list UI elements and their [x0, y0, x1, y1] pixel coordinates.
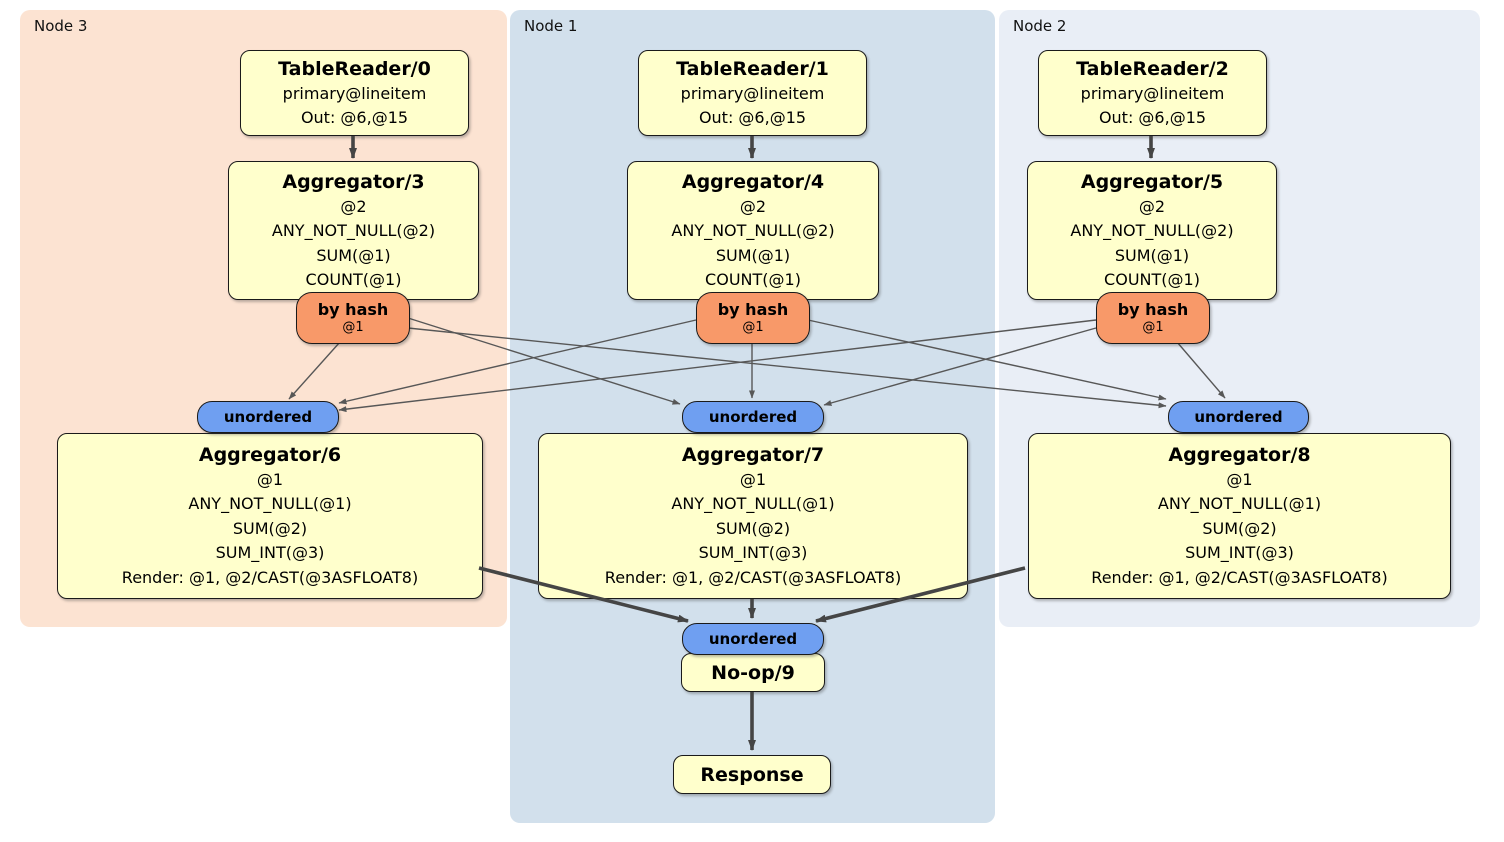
aggregator-3-box: Aggregator/3 @2 ANY_NOT_NULL(@2) SUM(@1)…	[228, 161, 479, 300]
aggregator-4-box: Aggregator/4 @2 ANY_NOT_NULL(@2) SUM(@1)…	[627, 161, 879, 300]
noop-box: No-op/9	[681, 653, 825, 692]
aggregator-6-line: SUM_INT(@3)	[215, 543, 325, 563]
aggregator-6-line: @1	[256, 469, 284, 489]
aggregator-8-line: SUM(@2)	[1202, 518, 1277, 538]
hash-router-2-detail: @1	[1142, 320, 1164, 335]
table-reader-1-title: TableReader/1	[676, 57, 829, 80]
aggregator-7-line: SUM_INT(@3)	[698, 543, 808, 563]
table-reader-2-title: TableReader/2	[1076, 57, 1229, 80]
region-node-1-label: Node 1	[524, 17, 578, 35]
aggregator-6-box: Aggregator/6 @1 ANY_NOT_NULL(@1) SUM(@2)…	[57, 433, 483, 599]
unordered-collector-1: unordered	[682, 401, 824, 433]
hash-router-1: by hash @1	[696, 292, 810, 344]
region-node-2-label: Node 2	[1013, 17, 1067, 35]
table-reader-0-index: primary@lineitem	[282, 83, 427, 103]
hash-router-1-detail: @1	[742, 320, 764, 335]
hash-router-0: by hash @1	[296, 292, 410, 344]
unordered-collector-0-label: unordered	[223, 408, 313, 426]
aggregator-8-title: Aggregator/8	[1168, 443, 1311, 466]
aggregator-3-line: ANY_NOT_NULL(@2)	[271, 221, 436, 240]
table-reader-1-index: primary@lineitem	[680, 83, 825, 103]
aggregator-4-title: Aggregator/4	[681, 170, 825, 193]
final-unordered-collector-label: unordered	[708, 630, 798, 648]
unordered-collector-0: unordered	[197, 401, 339, 433]
aggregator-4-line: @2	[739, 196, 767, 216]
final-unordered-collector: unordered	[682, 623, 824, 655]
table-reader-0-box: TableReader/0 primary@lineitem Out: @6,@…	[240, 50, 469, 136]
aggregator-8-box: Aggregator/8 @1 ANY_NOT_NULL(@1) SUM(@2)…	[1028, 433, 1451, 599]
aggregator-6-line: ANY_NOT_NULL(@1)	[188, 494, 352, 514]
hash-router-0-label: by hash	[317, 300, 389, 319]
unordered-collector-2: unordered	[1168, 401, 1309, 433]
table-reader-1-box: TableReader/1 primary@lineitem Out: @6,@…	[638, 50, 867, 136]
aggregator-8-line: Render: @1, @2/CAST(@3ASFLOAT8)	[1091, 567, 1388, 587]
aggregator-8-line: @1	[1226, 469, 1253, 489]
aggregator-3-line: @2	[340, 196, 367, 216]
aggregator-7-line: Render: @1, @2/CAST(@3ASFLOAT8)	[604, 567, 902, 587]
aggregator-7-line: SUM(@2)	[715, 518, 791, 538]
aggregator-5-line: @2	[1138, 196, 1166, 216]
table-reader-0-out: Out: @6,@15	[300, 108, 409, 127]
aggregator-7-line: ANY_NOT_NULL(@1)	[671, 494, 835, 514]
table-reader-1-out: Out: @6,@15	[698, 108, 807, 127]
aggregator-3-line: SUM(@1)	[316, 245, 391, 265]
noop-title: No-op/9	[711, 661, 795, 684]
hash-router-1-label: by hash	[717, 300, 789, 319]
response-title: Response	[700, 763, 804, 786]
aggregator-5-title: Aggregator/5	[1080, 170, 1224, 193]
aggregator-3-title: Aggregator/3	[282, 170, 425, 193]
aggregator-7-title: Aggregator/7	[681, 443, 825, 466]
aggregator-5-line: COUNT(@1)	[1104, 270, 1200, 289]
hash-router-2-label: by hash	[1117, 300, 1189, 319]
aggregator-5-line: SUM(@1)	[1114, 245, 1190, 265]
hash-router-2: by hash @1	[1096, 292, 1210, 344]
aggregator-6-line: SUM(@2)	[232, 518, 308, 538]
table-reader-2-index: primary@lineitem	[1080, 83, 1225, 103]
region-node-3-label: Node 3	[34, 17, 88, 35]
aggregator-6-line: Render: @1, @2/CAST(@3ASFLOAT8)	[121, 567, 419, 587]
hash-router-0-detail: @1	[342, 320, 364, 335]
table-reader-2-box: TableReader/2 primary@lineitem Out: @6,@…	[1038, 50, 1267, 136]
table-reader-0-title: TableReader/0	[278, 57, 431, 80]
table-reader-2-out: Out: @6,@15	[1098, 108, 1207, 127]
aggregator-6-title: Aggregator/6	[198, 443, 342, 466]
aggregator-5-line: ANY_NOT_NULL(@2)	[1070, 221, 1234, 240]
aggregator-7-box: Aggregator/7 @1 ANY_NOT_NULL(@1) SUM(@2)…	[538, 433, 968, 599]
unordered-collector-1-label: unordered	[708, 408, 798, 426]
aggregator-8-line: ANY_NOT_NULL(@1)	[1157, 494, 1322, 514]
aggregator-7-line: @1	[739, 469, 767, 489]
unordered-collector-2-label: unordered	[1194, 408, 1283, 426]
aggregator-5-box: Aggregator/5 @2 ANY_NOT_NULL(@2) SUM(@1)…	[1027, 161, 1277, 300]
aggregator-8-line: SUM_INT(@3)	[1185, 543, 1294, 563]
aggregator-4-line: COUNT(@1)	[705, 270, 801, 289]
aggregator-3-line: COUNT(@1)	[305, 270, 402, 289]
aggregator-4-line: SUM(@1)	[715, 245, 791, 265]
response-box: Response	[673, 755, 831, 794]
aggregator-4-line: ANY_NOT_NULL(@2)	[671, 221, 835, 240]
